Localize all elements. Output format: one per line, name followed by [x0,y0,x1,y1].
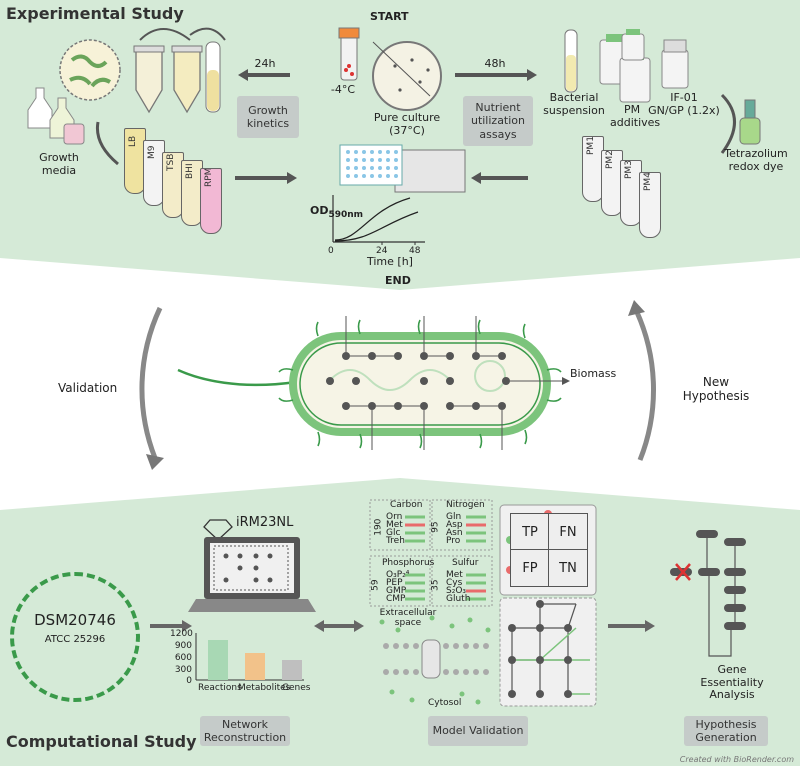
bacterial-suspension-label: Bacterial suspension [543,91,605,117]
sulfur-item-0: Met [446,570,463,580]
bar-y-tick-1200: 1200 [170,629,193,639]
hypothesis-generation-box: Hypothesis Generation [684,716,768,746]
phosphorus-count: 59 [370,579,381,591]
sulfur-item-3: Gluth [446,594,471,604]
confusion-tp: TP [510,513,550,551]
nitrogen-item-2: Asn [446,528,463,538]
experimental-title: Experimental Study [6,4,184,23]
bar-y-tick-600: 600 [174,653,192,663]
computational-title: Computational Study [6,732,197,751]
plot-ylabel: OD590nm [310,204,364,221]
temp-label: -4°C [330,83,356,96]
new-hypothesis-label: New Hypothesis [682,375,750,403]
plot-xlabel: Time [h] [367,255,413,268]
plot-tick-48: 48 [409,246,421,256]
time-48h-label: 48h [484,57,506,70]
sulfur-title: Sulfur [452,558,479,568]
nitrogen-count: 95 [430,521,441,533]
bar-y-tick-300: 300 [174,665,192,675]
carbon-item-3: Treh [386,536,405,546]
phosphorus-title: Phosphorus [382,558,435,568]
nitrogen-item-3: Pro [446,536,461,546]
phosphorus-item-3: CMP [386,594,406,604]
confusion-fp: FP [510,549,550,587]
nitrogen-item-0: Gln [446,512,462,522]
sulfur-count: 35 [430,579,441,591]
bar-label-reactions: Reactions [198,683,242,693]
start-label: START [370,10,409,23]
atcc-label: ATCC 25296 [44,634,106,645]
carbon-item-2: Glc [386,528,401,538]
gene-essentiality-label: Gene Essentiality Analysis [700,663,764,702]
time-24h-label: 24h [254,57,276,70]
model-name: iRM23NL [236,515,294,530]
sulfur-item-1: Cys [446,578,463,588]
sulfur-item-2: S₂O₃ [446,586,467,596]
genome-ring [10,572,140,702]
growth-media-label: Growth media [39,151,79,177]
nutrient-assays-box: Nutrient utilization assays [463,96,533,146]
bar-y-tick-0: 0 [186,676,192,686]
nitrogen-item-1: Asp [446,520,463,530]
phosphorus-item-1: PEP [386,578,403,588]
biomass-label: Biomass [570,367,617,380]
end-label: END [385,274,411,287]
growth-kinetics-box: Growth kinetics [237,96,299,138]
bar-label-metabolites: Metabolites [238,683,291,693]
pure-culture-label: Pure culture (37°C) [373,111,441,137]
confusion-fn: FN [548,513,588,551]
validation-label: Validation [58,381,118,395]
pm-additives-label: PM additives [610,103,661,129]
strain-label: DSM20746 [34,611,116,629]
cytosol-label: Cytosol [428,698,462,708]
carbon-item-1: Met [386,520,403,530]
bar-y-tick-900: 900 [174,641,192,651]
phosphorus-item-2: GMP [386,586,407,596]
if01-label: IF-01 GN/GP (1.2x) [648,91,720,117]
media-tube-rpmi: RPMI [200,168,222,234]
carbon-title: Carbon [390,500,423,510]
confusion-tn: TN [548,549,588,587]
network-reconstruction-box: Network Reconstruction [200,716,290,746]
extracellular-label: Extracellular space [379,608,437,629]
carbon-count: 190 [373,518,384,536]
model-validation-box: Model Validation [428,716,528,746]
pm-tube-pm4a: PM4A [639,172,661,238]
plot-tick-0: 0 [328,246,334,256]
credit-text: Created with BioRender.com [679,755,794,764]
plot-tick-24: 24 [376,246,388,256]
carbon-item-0: Orn [386,512,403,522]
phosphorus-item-0: O₃P₂⁴ [386,570,410,580]
bar-label-genes: Genes [282,683,311,693]
tetrazolium-label: Tetrazolium redox dye [724,147,788,173]
nitrogen-title: Nitrogen [446,500,485,510]
